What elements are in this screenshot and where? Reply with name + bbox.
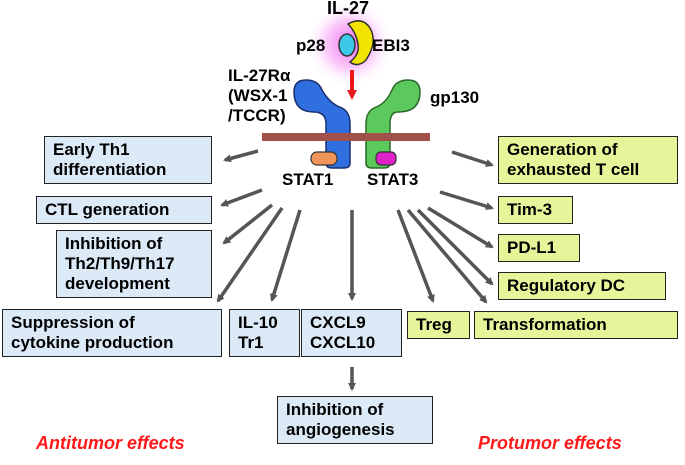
exhausted-t-cell-box: Generation of exhausted T cell (498, 136, 678, 184)
arrow-suppression (216, 207, 284, 303)
arrow-inhibition-th (222, 203, 274, 245)
angiogenesis-box: Inhibition of angiogenesis (277, 396, 433, 444)
arrow-il10 (269, 209, 302, 302)
cell-membrane (262, 133, 430, 141)
cxcl-box: CXCL9 CXCL10 (301, 309, 402, 357)
ebi3-subunit-shape (346, 20, 374, 66)
transformation-box: Transformation (474, 311, 678, 339)
ctl-generation-box: CTL generation (36, 196, 212, 224)
arrow-regulatory-dc (416, 208, 494, 286)
p28-label: p28 (296, 36, 326, 55)
early-th1-box: Early Th1 differentiation (44, 136, 212, 184)
arrow-exhausted (451, 150, 494, 167)
p28-subunit-shape (338, 33, 356, 57)
stat1-shape (310, 151, 338, 166)
inhibition-th-box: Inhibition of Th2/Th9/Th17 development (56, 230, 212, 298)
il27-ralpha-label: IL-27Rα (WSX-1 /TCCR) (228, 66, 291, 125)
tim3-box: Tim-3 (498, 196, 573, 224)
protumor-effects-label: Protumor effects (478, 433, 622, 453)
treg-box: Treg (407, 311, 470, 339)
stat1-label: STAT1 (282, 170, 334, 189)
suppression-box: Suppression of cytokine production (2, 309, 222, 357)
ebi3-label: EBI3 (372, 36, 410, 55)
pdl1-box: PD-L1 (498, 234, 580, 262)
antitumor-effects-label: Antitumor effects (36, 433, 185, 453)
arrow-early-th1 (223, 149, 259, 163)
arrow-ctl (220, 188, 263, 207)
stat3-label: STAT3 (367, 170, 419, 189)
regulatory-dc-box: Regulatory DC (498, 272, 666, 300)
stat3-shape (375, 151, 397, 166)
arrow-tim3 (439, 190, 494, 211)
gp130-label: gp130 (430, 88, 480, 107)
il10-tr1-box: IL-10 Tr1 (229, 309, 300, 357)
arrow-treg (396, 209, 435, 303)
arrow-pdl1 (427, 206, 494, 249)
il27-ralpha-chain (293, 79, 351, 169)
arrow-transformation (406, 208, 488, 304)
gp130-chain (365, 79, 421, 169)
il27-label: IL-27 (327, 0, 370, 18)
